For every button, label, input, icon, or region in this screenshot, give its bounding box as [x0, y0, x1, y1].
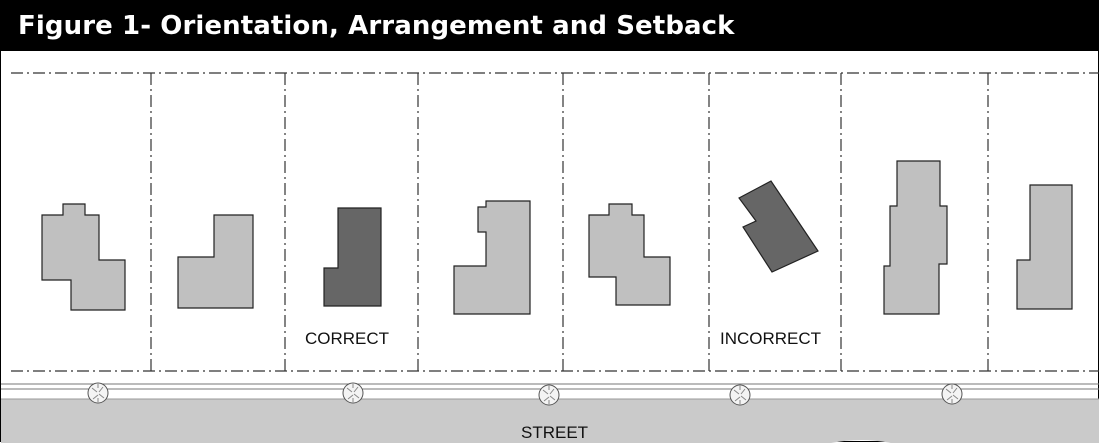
tree-icon — [538, 384, 560, 406]
label-street: STREET — [521, 423, 588, 442]
street-trees — [87, 382, 963, 406]
house-footprint-correct — [323, 207, 382, 307]
figure-title-bar: Figure 1- Orientation, Arrangement and S… — [1, 1, 1099, 51]
house-footprint — [588, 203, 671, 306]
house-footprint — [41, 203, 126, 311]
tree-icon — [941, 383, 963, 405]
house-footprint — [1016, 184, 1073, 310]
lot-lines — [11, 72, 1099, 372]
house-footprint — [177, 214, 254, 309]
tree-icon — [342, 382, 364, 404]
correct-label-backing — [303, 325, 395, 351]
street — [1, 399, 1099, 443]
houses — [41, 160, 1073, 315]
incorrect-label-backing — [717, 325, 835, 351]
site-plan-diagram: CORRECT INCORRECT STREET — [1, 72, 1099, 443]
tree-icon — [729, 384, 751, 406]
house-footprint — [453, 200, 531, 315]
figure-title: Figure 1- Orientation, Arrangement and S… — [18, 11, 735, 41]
tree-icon — [87, 382, 109, 404]
house-footprint-incorrect — [738, 180, 819, 273]
house-footprint — [883, 160, 948, 315]
label-correct: CORRECT — [305, 329, 389, 348]
label-incorrect: INCORRECT — [720, 329, 821, 348]
